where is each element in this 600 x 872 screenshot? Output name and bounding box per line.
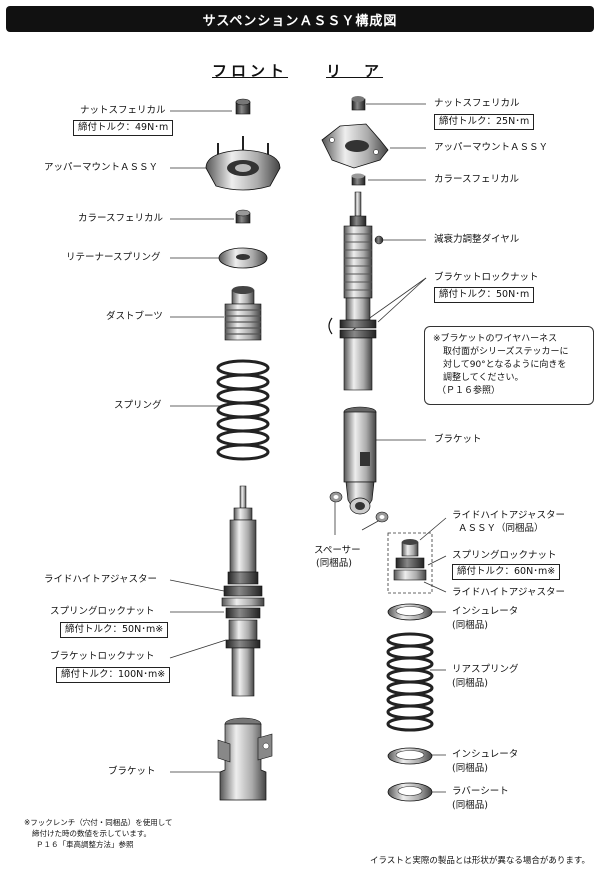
rear-collar-label: カラースフェリカル — [434, 174, 520, 185]
rear-nut — [351, 96, 366, 111]
front-spring-lock-nut-label: スプリングロックナット — [50, 606, 155, 617]
rear-insulator-label: インシュレータ — [452, 606, 519, 617]
hook-wrench-note-3: Ｐ１６「車高調整方法」参照 — [36, 840, 134, 849]
note-line: ※ブラケットのワイヤハーネス — [433, 334, 558, 344]
front-retainer-spring — [218, 247, 268, 269]
rear-insulator — [387, 603, 433, 621]
rear-spring-coil — [386, 632, 434, 732]
front-nut — [235, 98, 251, 115]
rear-rha-assy-sub: ＡＳＳＹ（同梱品） — [458, 523, 544, 534]
front-bracket-label: ブラケット — [108, 766, 156, 777]
rear-spring-sub: (同梱品) — [452, 678, 488, 689]
rear-bracket-label: ブラケット — [434, 434, 482, 445]
rear-spring-label: リアスプリング — [452, 664, 519, 675]
front-collar — [235, 209, 251, 224]
rear-insulator-sub: (同梱品) — [452, 620, 488, 631]
front-header: フロント — [212, 62, 289, 80]
page-title: サスペンションＡＳＳＹ構成図 — [6, 6, 594, 32]
rear-rubber-seat-sub: (同梱品) — [452, 800, 488, 811]
note-line: 調整してください。 — [443, 373, 524, 383]
front-upper-mount — [205, 136, 281, 191]
front-rha-label: ライドハイトアジャスター — [44, 574, 157, 585]
note-line: （Ｐ１６参照） — [437, 386, 501, 396]
front-bracket-lock-torque: 締付トルク：100N･m※ — [56, 667, 171, 683]
note-line: 取付面がシリーズステッカーに — [443, 347, 569, 357]
front-leader-lines — [169, 110, 234, 773]
rear-insulator-lower — [387, 747, 433, 765]
rear-upper-mount — [321, 123, 389, 169]
rear-spring-lock-torque: 締付トルク：60N･m※ — [452, 564, 561, 580]
rear-insulator2-sub: (同梱品) — [452, 763, 488, 774]
rear-bracket-lock-nut-label: ブラケットロックナット — [434, 272, 539, 283]
rear-spring-lock-nut-label: スプリングロックナット — [452, 550, 557, 561]
front-spring — [216, 359, 270, 461]
rear-upper-mount-label: アッパーマウントＡＳＳＹ — [434, 142, 549, 153]
rear-rha-assy-label: ライドハイトアジャスター — [452, 510, 565, 521]
hook-wrench-note-1: ※フックレンチ（穴付・同梱品）を使用して — [24, 818, 173, 827]
front-upper-mount-label: アッパーマウントＡＳＳＹ — [44, 162, 159, 173]
rear-header: リ ア — [326, 62, 384, 80]
rear-rha-label: ライドハイトアジャスター — [452, 587, 565, 598]
rear-insulator2-label: インシュレータ — [452, 749, 519, 760]
rear-spacer-sub: (同梱品) — [316, 558, 352, 569]
front-collar-label: カラースフェリカル — [78, 213, 164, 224]
rear-nut-torque: 締付トルク：25N･m — [434, 114, 535, 130]
front-dust-boot — [224, 286, 262, 341]
front-bracket-lock-nut-label: ブラケットロックナット — [50, 651, 155, 662]
rear-spacer-label: スペーサー — [314, 545, 361, 556]
front-bracket — [217, 717, 273, 801]
front-spring-lock-torque: 締付トルク：50N･m※ — [60, 622, 169, 638]
front-damper — [221, 485, 265, 697]
rear-bracket — [343, 406, 377, 515]
rear-collar — [351, 173, 366, 186]
rear-rha-assy — [387, 532, 433, 594]
rear-nut-label: ナットスフェリカル — [434, 98, 520, 109]
front-spring-label: スプリング — [114, 400, 162, 411]
rear-damper — [328, 191, 384, 391]
front-nut-torque: 締付トルク：49N･m — [73, 120, 174, 136]
disclaimer-footer: イラストと実際の製品とは形状が異なる場合があります。 — [370, 856, 590, 866]
note-line: 対して90°となるように向きを — [443, 360, 567, 370]
hook-wrench-note-2: 締付けた時の数値を示しています。 — [32, 829, 152, 838]
rear-damping-dial-label: 減衰力調整ダイヤル — [434, 234, 520, 245]
front-dust-boot-label: ダストブーツ — [106, 311, 163, 322]
front-retainer-spring-label: リテーナースプリング — [66, 252, 161, 263]
rear-rubber-seat-label: ラバーシート — [452, 786, 509, 797]
front-nut-label: ナットスフェリカル — [80, 105, 166, 116]
bracket-orientation-note: ※ブラケットのワイヤハーネス 取付面がシリーズステッカーに 対して90°となるよ… — [424, 326, 594, 405]
rear-rubber-seat — [387, 782, 433, 802]
rear-spacers — [329, 491, 389, 523]
rear-bracket-lock-torque: 締付トルク：50N･m — [434, 287, 535, 303]
